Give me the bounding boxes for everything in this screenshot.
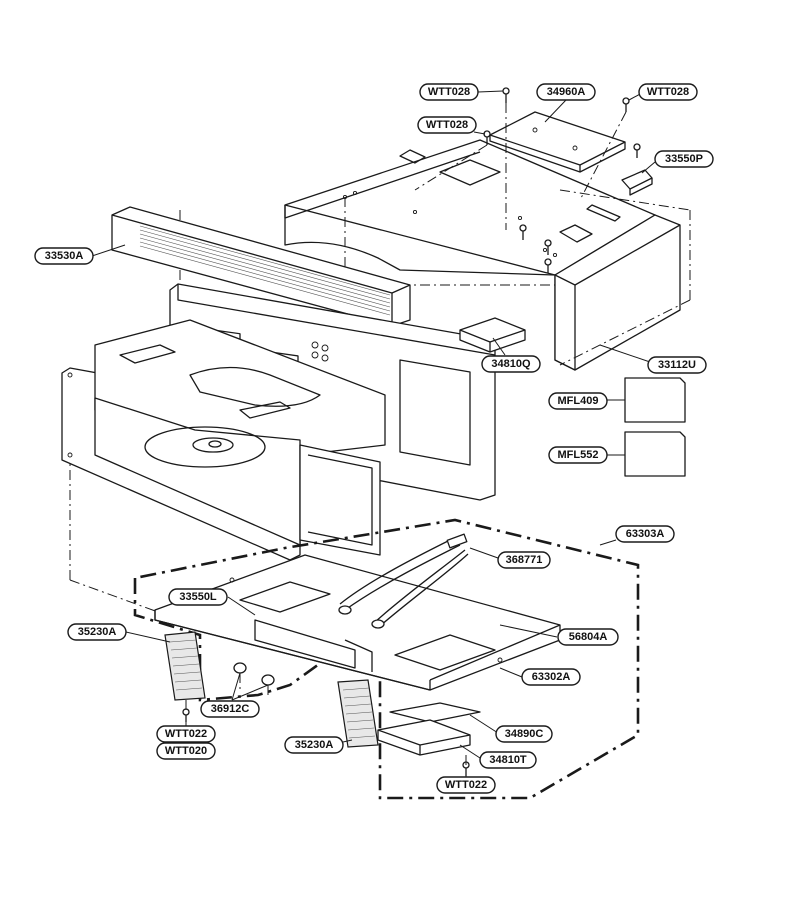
callout-wtt028-mid: WTT028 bbox=[417, 116, 477, 134]
callout-34960a: 34960A bbox=[536, 83, 596, 101]
svg-text:34810Q: 34810Q bbox=[491, 358, 531, 370]
lamp-cover bbox=[377, 719, 471, 756]
wire-harness bbox=[338, 533, 469, 629]
callout-368771: 368771 bbox=[497, 551, 551, 569]
callout-34810q: 34810Q bbox=[481, 355, 541, 373]
svg-text:368771: 368771 bbox=[506, 554, 543, 566]
lamp-lens bbox=[389, 702, 481, 723]
svg-text:35230A: 35230A bbox=[78, 626, 117, 638]
callout-56804a: 56804A bbox=[557, 628, 619, 646]
callout-wtt022-bottom: WTT022 bbox=[436, 776, 496, 794]
svg-text:63303A: 63303A bbox=[626, 528, 665, 540]
svg-text:WTT028: WTT028 bbox=[428, 86, 470, 98]
svg-text:34960A: 34960A bbox=[547, 86, 586, 98]
bracket-34810q bbox=[459, 317, 526, 353]
svg-text:MFL552: MFL552 bbox=[558, 449, 599, 461]
vent-grille bbox=[111, 206, 411, 327]
svg-text:MFL409: MFL409 bbox=[558, 395, 599, 407]
screws-bottom bbox=[182, 700, 470, 776]
callout-wtt028-top: WTT028 bbox=[419, 83, 479, 101]
svg-text:56804A: 56804A bbox=[569, 631, 608, 643]
callout-33112u: 33112U bbox=[647, 356, 707, 374]
svg-text:WTT028: WTT028 bbox=[647, 86, 689, 98]
grease-filter-left bbox=[164, 631, 206, 701]
svg-text:33112U: 33112U bbox=[658, 359, 696, 371]
callout-34890c: 34890C bbox=[495, 725, 553, 743]
callout-mfl409: MFL409 bbox=[548, 392, 608, 410]
svg-text:WTT022: WTT022 bbox=[445, 779, 487, 791]
callout-63303a: 63303A bbox=[615, 525, 675, 543]
callout-wtt020: WTT020 bbox=[156, 742, 216, 760]
manual-mfl409 bbox=[624, 377, 686, 423]
callout-wtt028-right: WTT028 bbox=[638, 83, 698, 101]
svg-text:33530A: 33530A bbox=[45, 250, 84, 262]
callout-35230a-center: 35230A bbox=[284, 736, 344, 754]
base-plate bbox=[154, 554, 561, 691]
manual-mfl552 bbox=[624, 431, 686, 477]
outer-case bbox=[284, 139, 681, 371]
bracket-33550p bbox=[621, 169, 653, 196]
callout-33550l: 33550L bbox=[168, 588, 228, 606]
leader-lines bbox=[91, 90, 656, 778]
svg-text:33550P: 33550P bbox=[665, 153, 703, 165]
callout-36912c: 36912C bbox=[200, 700, 260, 718]
callout-mfl552: MFL552 bbox=[548, 446, 608, 464]
callout-34810t: 34810T bbox=[479, 751, 537, 769]
svg-text:WTT022: WTT022 bbox=[165, 728, 207, 740]
callout-33550p: 33550P bbox=[654, 150, 714, 168]
callout-33530a: 33530A bbox=[34, 247, 94, 265]
svg-text:33550L: 33550L bbox=[179, 591, 217, 603]
callout-35230a-left: 35230A bbox=[67, 623, 127, 641]
grease-filter-center bbox=[337, 679, 379, 748]
svg-text:63302A: 63302A bbox=[532, 671, 571, 683]
lamp-sockets bbox=[233, 662, 275, 698]
cavity-chassis bbox=[61, 283, 496, 561]
svg-text:WTT020: WTT020 bbox=[165, 745, 207, 757]
svg-text:34810T: 34810T bbox=[489, 754, 527, 766]
callout-63302a: 63302A bbox=[521, 668, 581, 686]
svg-text:WTT028: WTT028 bbox=[426, 119, 468, 131]
screws-top bbox=[483, 87, 641, 273]
top-plate-bracket bbox=[489, 111, 626, 173]
svg-text:36912C: 36912C bbox=[211, 703, 250, 715]
callout-wtt022-left: WTT022 bbox=[156, 725, 216, 743]
svg-text:34890C: 34890C bbox=[505, 728, 544, 740]
base-assembly-boundary bbox=[133, 518, 640, 800]
svg-text:35230A: 35230A bbox=[295, 739, 334, 751]
